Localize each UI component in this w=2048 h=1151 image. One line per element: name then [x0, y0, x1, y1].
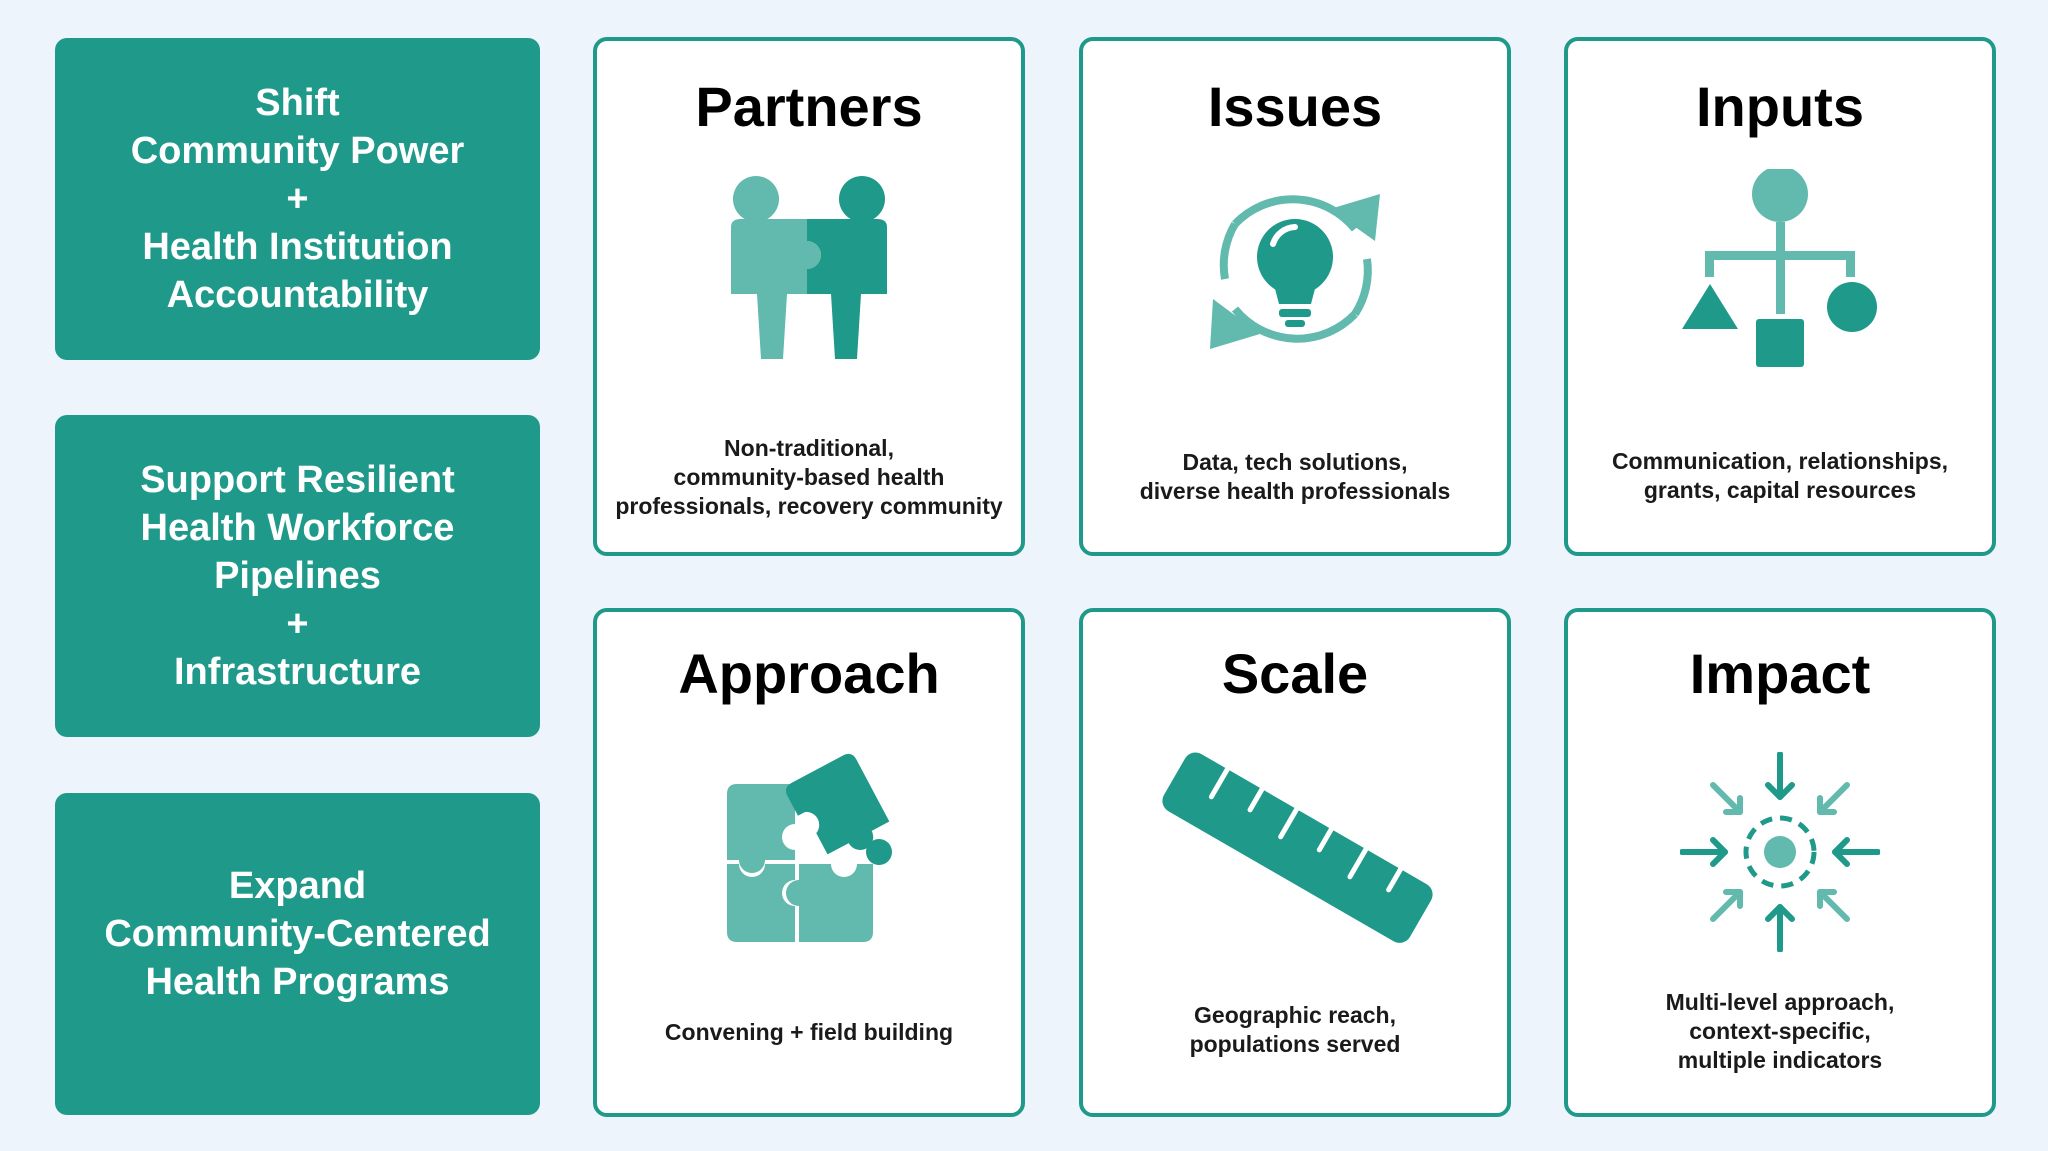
- goal-box-workforce: Support Resilient Health Workforce Pipel…: [55, 415, 540, 737]
- goal-text: Shift Community Power + Health Instituti…: [130, 82, 465, 316]
- converging-arrows-target-icon: [1680, 752, 1880, 952]
- card-title: Partners: [695, 75, 923, 138]
- card-inputs: Inputs Communication, relationships, gra…: [1564, 37, 1996, 556]
- card-title: Approach: [678, 642, 940, 705]
- goal-text: Expand Community-Centered Health Program…: [104, 865, 491, 1003]
- card-title: Issues: [1207, 75, 1383, 138]
- card-title: Scale: [1221, 642, 1369, 705]
- card-description: Geographic reach, populations served: [1189, 1002, 1401, 1057]
- card-description: Data, tech solutions, diverse health pro…: [1139, 449, 1451, 504]
- card-approach: Approach Convening + field building: [593, 608, 1025, 1117]
- partners-puzzle-people-icon: [731, 176, 887, 359]
- goal-box-community-power: Shift Community Power + Health Instituti…: [55, 38, 540, 360]
- lightbulb-cycle-icon: [1210, 194, 1380, 349]
- card-description: Convening + field building: [664, 1019, 954, 1045]
- card-description: Communication, relationships, grants, ca…: [1611, 448, 1949, 503]
- puzzle-pieces-icon: [727, 753, 892, 942]
- card-impact: Impact Multi-level approach, context-spe…: [1564, 608, 1996, 1117]
- card-issues: Issues Data, tech solutions, diverse hea…: [1079, 37, 1511, 556]
- goal-text: Support Resilient Health Workforce Pipel…: [140, 459, 455, 693]
- card-title: Inputs: [1696, 75, 1864, 138]
- card-description: Non-traditional, community-based health …: [615, 435, 1003, 519]
- ruler-icon: [1162, 752, 1433, 943]
- card-description: Multi-level approach, context-specific, …: [1665, 989, 1895, 1073]
- hierarchy-shapes-icon: [1682, 169, 1877, 367]
- card-title: Impact: [1689, 642, 1871, 705]
- card-partners: Partners Non-traditional, community-base…: [593, 37, 1025, 556]
- card-scale: Scale Geographic reach, populations serv…: [1079, 608, 1511, 1117]
- goal-box-programs: Expand Community-Centered Health Program…: [55, 793, 540, 1115]
